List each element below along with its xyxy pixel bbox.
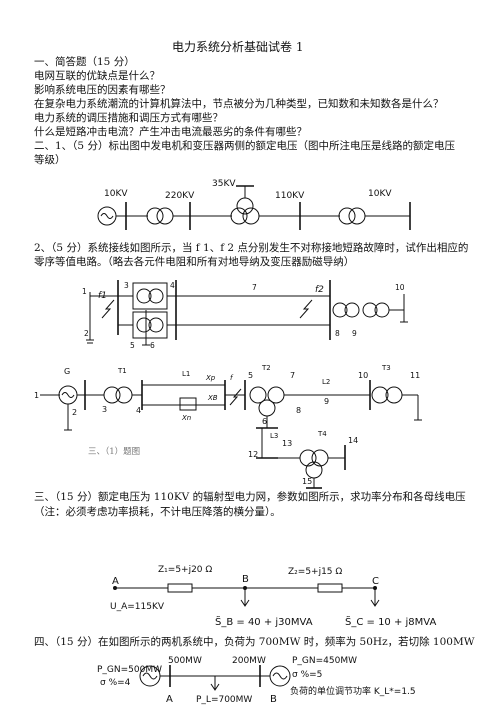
diagram2-label-t1: T1	[117, 367, 127, 375]
fault-f2-label: f2	[315, 285, 324, 295]
gen-a-droop: σ %=4	[100, 678, 131, 688]
question-5: 什么是短路冲击电流？产生冲击电流最恶劣的条件有哪些？	[34, 126, 307, 138]
fault-f1-label: f1	[98, 291, 107, 301]
node-10-label: 10	[395, 283, 405, 292]
diagram2-node-2: 2	[72, 408, 77, 417]
question-4: 电力系统的调压措施和调压方式有哪些？	[34, 112, 223, 124]
page-title: 电力系统分析基础试卷 1	[172, 40, 304, 54]
diagram2-node-8: 8	[296, 406, 301, 415]
diagram2-label-xn: Xn	[181, 414, 191, 422]
section3-line1: 三、（15 分）额定电压为 110KV 的辐射型电力网，参数如图所示，求功率分布…	[34, 491, 466, 503]
diagram2-label-f: f	[230, 374, 234, 382]
node-5-label: 5	[130, 341, 135, 350]
diagram2-node-15: 15	[302, 477, 312, 486]
diagram2-node-5: 5	[248, 371, 253, 380]
node-a-label: A	[166, 694, 173, 705]
diagram2-node-10: 10	[358, 371, 368, 380]
bus-c-label: C	[372, 576, 379, 587]
load-pl: P_L=700MW	[196, 695, 252, 705]
section3-line2: （注：必须考虑功率损耗，不计电压降落的横分量）。	[34, 506, 281, 518]
diagram2-node-9: 9	[324, 397, 329, 406]
gen-a-output: 500MW	[168, 656, 202, 666]
diagram2-label-xp: Xp	[205, 374, 216, 382]
section2-q2-line2: 零序等值电路。（略去各元件电阻和所有对地导纳及变压器励磁导纳）	[34, 256, 355, 268]
node-1-label: 1	[82, 287, 87, 296]
section4-line1: 四、（15 分）在如图所示的两机系统中，负荷为 700MW 时，频率为 50Hz…	[34, 636, 475, 648]
diagram2-node-4: 4	[136, 406, 141, 415]
figure-caption: 三、（1）题图	[88, 447, 141, 457]
voltage-label-110kv: 110KV	[275, 191, 305, 201]
gen-b-rating: P_GN=450MW	[292, 656, 357, 666]
load-sb: S̃_B = 40 + j30MVA	[215, 615, 313, 628]
node-b-label: B	[270, 694, 277, 705]
diagram2-label-t4: T4	[317, 430, 327, 438]
node-8-label: 8	[335, 329, 340, 338]
diagram2-node-14: 14	[348, 436, 358, 445]
load-sc: S̃_C = 10 + j8MVA	[345, 615, 436, 628]
node-9-label: 9	[352, 329, 357, 338]
gen-a-rating: P_GN=500MW	[97, 665, 162, 675]
voltage-label-10kv-right: 10KV	[368, 189, 392, 199]
section1-heading: 一、简答题（15 分）	[34, 56, 135, 68]
gen-b-output: 200MW	[232, 656, 266, 666]
diagram2-node-g: G	[64, 367, 70, 376]
bus-a-voltage: U_A=115KV	[110, 602, 165, 612]
diagram2-node-12: 12	[248, 450, 258, 459]
node-2-label: 2	[84, 329, 89, 338]
node-7-label: 7	[252, 283, 257, 292]
diagram2-node-11: 11	[410, 371, 420, 380]
question-3: 在复杂电力系统潮流的计算机算法中，节点被分为几种类型，已知数和未知数各是什么？	[34, 98, 444, 110]
node-4-label: 4	[170, 281, 175, 290]
diagram2-label-t3: T3	[381, 364, 391, 372]
impedance-z2: Z₂=5+j15 Ω	[288, 567, 342, 577]
diagram2-node-7: 7	[290, 371, 295, 380]
bus-b-label: B	[242, 574, 249, 585]
diagram2-label-l1: L1	[182, 370, 190, 378]
diagram2-label-t2: T2	[261, 364, 271, 372]
diagram2-node-3: 3	[102, 405, 107, 414]
question-2: 影响系统电压的因素有哪些？	[34, 84, 171, 96]
bus-a-label: A	[112, 576, 119, 587]
voltage-label-10kv-left: 10KV	[104, 189, 128, 199]
diagram2-node-6: 6	[262, 417, 267, 426]
diagram2-label-l3: L3	[270, 432, 278, 440]
diagram2-label-xb: XB	[207, 394, 218, 402]
diagram2-node-1: 1	[34, 391, 39, 400]
voltage-label-220kv: 220KV	[165, 191, 195, 201]
question-1: 电网互联的优缺点是什么？	[34, 70, 160, 82]
node-6-label: 6	[150, 341, 155, 350]
load-regulation: 负荷的单位调节功率 K_L*=1.5	[290, 685, 416, 697]
impedance-z1: Z₁=5+j20 Ω	[158, 565, 212, 575]
diagram2-label-l2: L2	[322, 378, 330, 386]
node-3-label: 3	[124, 281, 129, 290]
gen-b-droop: σ %=5	[292, 670, 322, 680]
section2-q1-line2: 等级）	[34, 154, 66, 166]
section2-q1-line1: 二、1、（5 分）标出图中发电机和变压器两侧的额定电压（图中所注电压是线路的额定…	[34, 140, 455, 152]
section2-q2-line1: 2、（5 分）系统接线如图所示，当 f 1、f 2 点分别发生不对称接地短路故障…	[34, 242, 469, 254]
voltage-label-35kv: 35KV	[212, 179, 236, 189]
diagram2-node-13: 13	[282, 439, 292, 448]
